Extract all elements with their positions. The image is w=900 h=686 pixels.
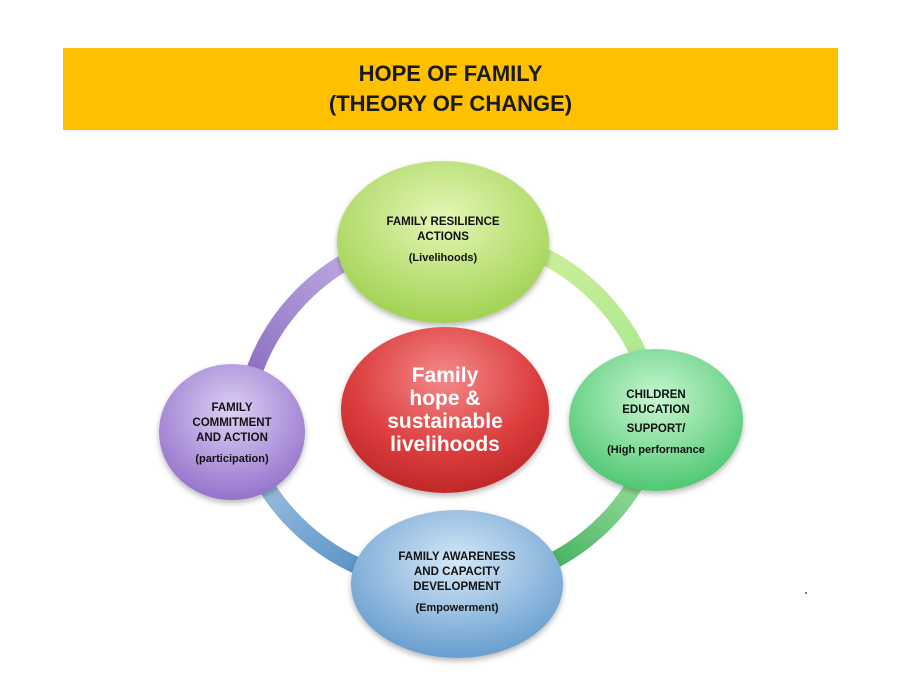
center-label: Family hope & sustainable livelihoods [352,355,538,465]
node-left-circle [159,364,305,500]
node-top-line-2: ACTIONS [417,230,469,243]
center-line-2: hope & [409,387,481,410]
node-bottom-circle [351,510,563,658]
node-bottom-line-1: FAMILY AWARENESS [398,551,516,563]
title-line-1: HOPE OF FAMILY [358,61,543,86]
center-line-1: Family [411,364,479,387]
center-circle [341,327,549,493]
node-left-sub: (participation) [195,453,269,465]
node-top-circle [337,161,549,323]
node-left-line-3: AND ACTION [196,432,268,444]
node-right-line-2: EDUCATION [622,404,690,416]
title-banner: HOPE OF FAMILY (THEORY OF CHANGE) [63,48,838,130]
node-left-line-2: COMMITMENT [192,417,272,429]
node-right-circle [569,349,743,491]
title-line-2: (THEORY OF CHANGE) [328,91,573,116]
center-line-3: sustainable [387,410,503,433]
node-bottom-sub: (Empowerment) [415,602,499,614]
node-right-line-3: SUPPORT/ [626,423,686,435]
node-top-sub: (Livelihoods) [408,251,478,264]
node-bottom-line-2: AND CAPACITY [413,566,501,578]
node-right-sub: (High performance [607,444,705,456]
node-right-label: CHILDREN EDUCATION SUPPORT/ (High perfor… [586,375,726,471]
node-bottom-label: FAMILY AWARENESS AND CAPACITY DEVELOPMEN… [377,538,537,628]
node-bottom-line-3: DEVELOPMENT [413,581,501,593]
node-right-line-1: CHILDREN [626,389,686,401]
node-top-line-1: FAMILY RESILIENCE [386,215,500,228]
node-top-label: FAMILY RESILIENCE ACTIONS (Livelihoods) [363,195,523,285]
stray-dot [805,592,807,594]
node-left-line-1: FAMILY [211,402,253,414]
center-line-4: livelihoods [390,433,500,456]
node-left-label: FAMILY COMMITMENT AND ACTION (participat… [172,392,292,476]
